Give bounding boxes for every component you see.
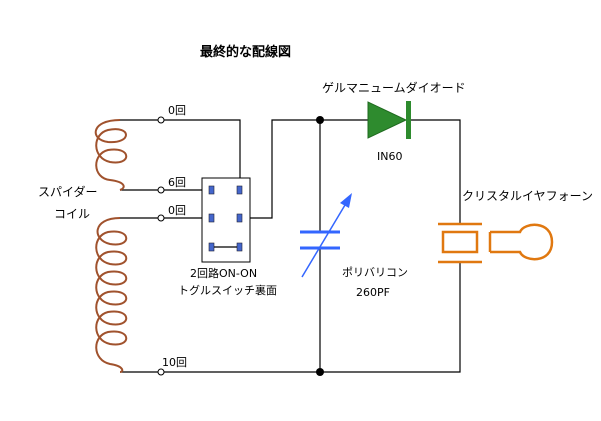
terminal-tap-10	[157, 368, 165, 376]
diode-bar	[406, 101, 411, 139]
switch-label-line2: トグルスイッチ裏面	[178, 283, 277, 297]
coil-upper-turns	[94, 119, 128, 191]
terminal-tap-6	[157, 186, 165, 194]
capacitor-arrow-shaft	[301, 199, 349, 278]
switch-label-line1: 2回路ON-ON	[190, 267, 257, 280]
wire-bottom-rail	[163, 262, 461, 373]
coil-lower-turns	[95, 217, 128, 373]
diode-part-label: IN60	[377, 150, 402, 163]
tap-label-10: 10回	[162, 356, 187, 369]
diode-triangle	[367, 101, 408, 139]
terminal-tap-0-top	[157, 116, 165, 124]
wire-tap0-top-to-switch	[163, 119, 241, 190]
capacitor-label-line2: 260PF	[356, 286, 390, 299]
diagram-title: 最終的な配線図	[200, 44, 291, 60]
earphone-crystal	[441, 230, 479, 254]
wires	[120, 119, 461, 373]
switch-terminal-l2	[208, 213, 215, 223]
variable-capacitor	[300, 193, 352, 278]
junction-bottom	[316, 368, 324, 376]
earphone-plug	[490, 223, 554, 261]
switch-terminal-r2	[236, 213, 243, 223]
junction-top	[316, 116, 324, 124]
earphone-label: クリスタルイヤフォーン	[462, 189, 593, 203]
toggle-switch	[201, 177, 251, 263]
wire-diode-to-earphone	[410, 119, 461, 224]
coil-label-line2: コイル	[54, 207, 90, 221]
switch-terminal-r1	[236, 185, 243, 195]
tap-label-0-top: 0回	[168, 104, 186, 117]
tap-label-0-mid: 0回	[168, 204, 186, 217]
spider-coil	[94, 119, 128, 373]
switch-terminal-l3	[208, 242, 215, 252]
tap-terminals	[157, 116, 165, 376]
tap-label-6: 6回	[168, 176, 186, 189]
capacitor-arrow-head	[340, 193, 352, 208]
capacitor-label-line1: ポリバリコン	[342, 266, 408, 279]
coil-label-line1: スパイダー	[38, 184, 98, 199]
switch-terminal-l1	[208, 185, 215, 195]
terminal-tap-0-mid	[157, 214, 165, 222]
crystal-earphone	[438, 222, 554, 264]
diode-label: ゲルマニュームダイオード	[322, 80, 466, 95]
switch-terminal-r3	[236, 242, 243, 252]
germanium-diode	[367, 101, 411, 139]
wire-switch-to-rail	[240, 119, 320, 219]
